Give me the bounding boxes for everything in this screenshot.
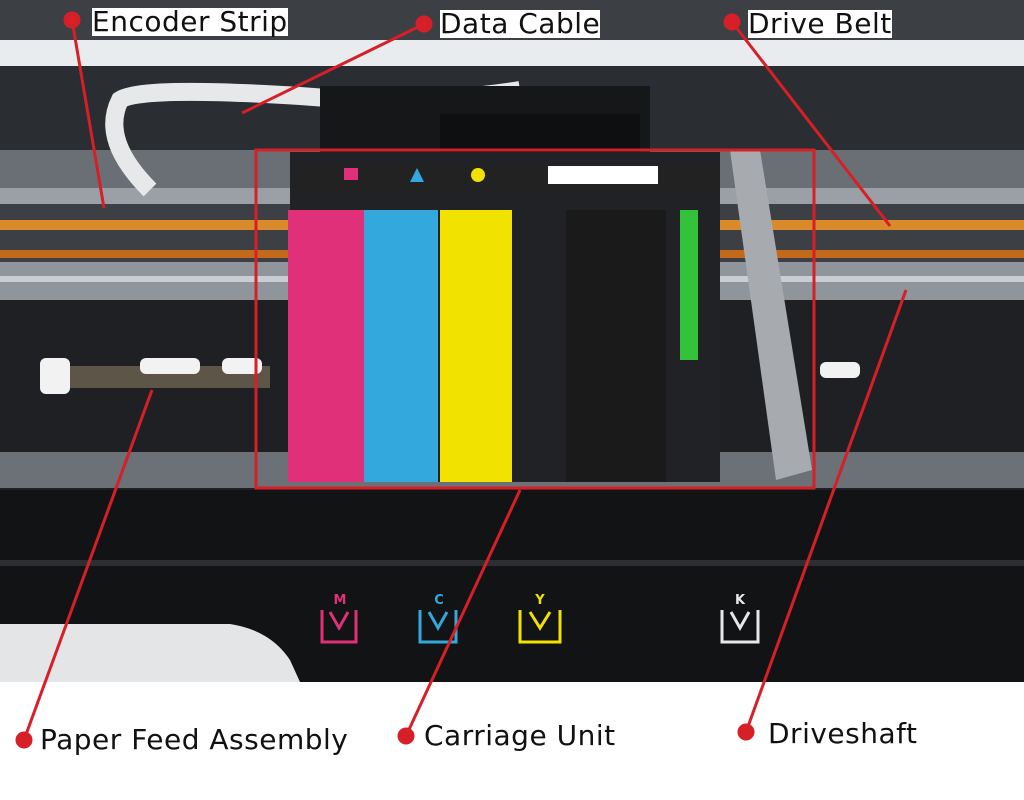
carriage-highlight-box [254,148,816,490]
ink-indicators: M C Y K [320,593,760,644]
cyan-indicator-letter: C [434,593,444,608]
yellow-cartridge [440,210,512,482]
black-ink-indicator: K [720,593,760,644]
label-driveshaft: Driveshaft [768,717,918,750]
callout-carriage-unit [397,489,522,745]
magenta-cartridge [288,210,364,482]
magenta-ink-indicator: M [320,593,358,644]
label-carriage-unit: Carriage Unit [424,719,616,752]
yellow-ink-drop-icon [518,610,562,644]
printer-photo [0,0,1024,682]
black-indicator-letter: K [735,593,746,608]
cyan-cartridge [364,210,438,482]
callout-paper-feed-assembly [15,389,154,749]
black-ink-drop-icon [720,610,760,644]
callout-lines [15,11,908,749]
paper-feed-roller-shape [40,366,270,388]
label-data-cable: Data Cable [440,7,601,40]
callout-data-cable [241,15,433,115]
callout-encoder-strip [63,11,106,209]
label-drive-belt: Drive Belt [748,7,892,40]
yellow-ink-indicator: Y [518,593,562,644]
black-cartridge [566,210,666,482]
yellow-indicator-letter: Y [534,593,545,608]
callout-driveshaft [737,289,908,741]
label-encoder-strip: Encoder Strip [92,5,288,38]
label-paper-feed-assembly: Paper Feed Assembly [40,723,349,756]
callout-drive-belt [723,13,892,227]
magenta-ink-drop-icon [320,610,358,644]
magenta-indicator-letter: M [334,593,347,608]
